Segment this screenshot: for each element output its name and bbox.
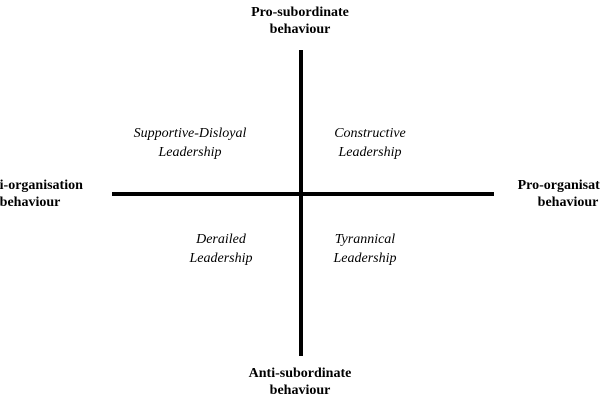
pole-label-bottom-line-2: behaviour bbox=[269, 383, 331, 398]
quadrant-bottom-left-line-2: Leadership bbox=[189, 251, 253, 266]
horizontal-axis-line bbox=[112, 192, 494, 196]
quadrant-top-left-line-1: Supportive-Disloyal bbox=[133, 126, 247, 141]
pole-label-bottom-line-1: Anti-subordinate bbox=[248, 366, 352, 381]
quadrant-top-left-line-2: Leadership bbox=[158, 145, 222, 160]
quadrant-label-top-left: Supportive-Disloyal Leadership bbox=[90, 124, 290, 162]
pole-label-top-line-2: behaviour bbox=[269, 22, 331, 37]
quadrant-bottom-right-line-1: Tyrannical bbox=[334, 232, 396, 247]
quadrant-bottom-left-line-1: Derailed bbox=[196, 232, 246, 247]
pole-label-left-line-1: Anti-organisation bbox=[0, 178, 83, 193]
quadrant-bottom-right-line-2: Leadership bbox=[333, 251, 397, 266]
quadrant-top-right-line-2: Leadership bbox=[338, 145, 402, 160]
quadrant-label-bottom-right: Tyrannical Leadership bbox=[265, 230, 465, 268]
pole-label-bottom: Anti-subordinate behaviour bbox=[200, 365, 400, 399]
quadrant-label-top-right: Constructive Leadership bbox=[270, 124, 470, 162]
pole-label-right-line-1: Pro-organisation bbox=[517, 178, 600, 193]
quadrant-label-bottom-left: Derailed Leadership bbox=[121, 230, 321, 268]
pole-label-top: Pro-subordinate behaviour bbox=[200, 4, 400, 38]
pole-label-left: Anti-organisation behaviour bbox=[0, 177, 120, 211]
pole-label-left-line-2: behaviour bbox=[0, 195, 61, 210]
pole-label-right-line-2: behaviour bbox=[537, 195, 599, 210]
pole-label-top-line-1: Pro-subordinate bbox=[251, 5, 349, 20]
vertical-axis-line bbox=[299, 50, 303, 356]
pole-label-right: Pro-organisation behaviour bbox=[478, 177, 600, 211]
quadrant-top-right-line-1: Constructive bbox=[334, 126, 406, 141]
